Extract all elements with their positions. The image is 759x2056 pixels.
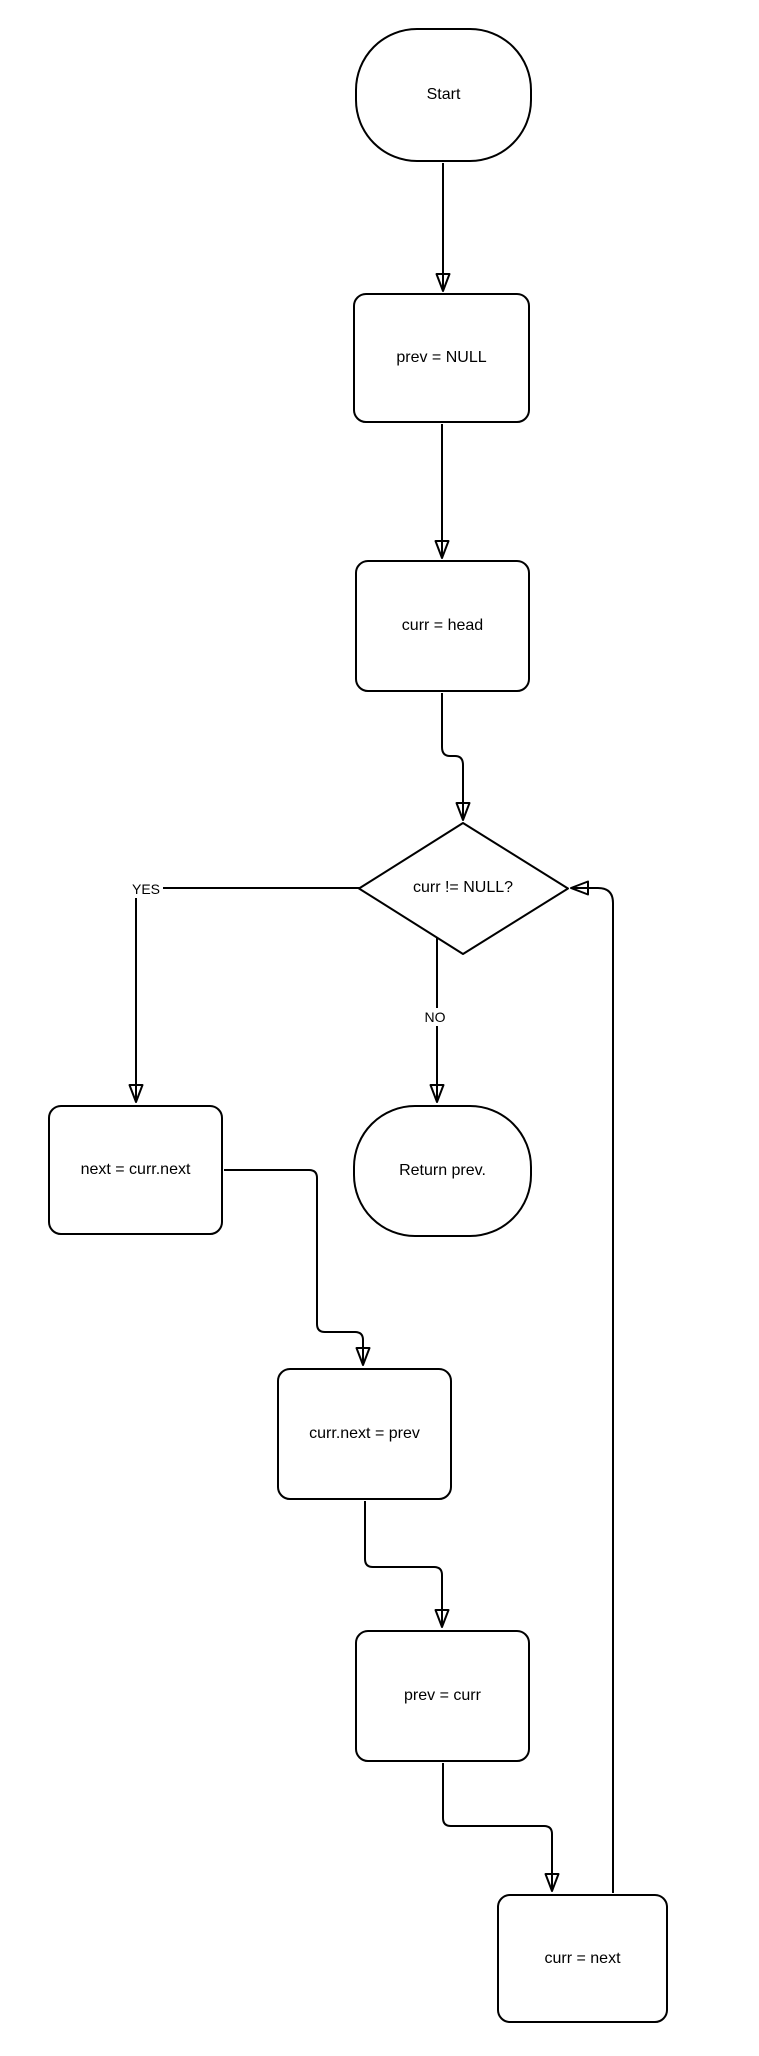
node-start-label: Start xyxy=(426,86,461,104)
edge-label-no: NO xyxy=(421,1008,449,1026)
node-return-prev: Return prev. xyxy=(353,1105,532,1237)
edge-decision-yes-to-next-curr-next xyxy=(128,887,361,1103)
edge-curr-next-back-to-decision xyxy=(570,880,614,1893)
node-curr-head-label: curr = head xyxy=(401,617,484,635)
node-curr-next-label: curr = next xyxy=(544,1949,621,1967)
edge-curr-next-prev-to-prev-curr xyxy=(364,1501,450,1628)
node-prev-curr-label: prev = curr xyxy=(404,1687,481,1705)
node-next-curr-next: next = curr.next xyxy=(48,1105,223,1235)
node-prev-null-label: prev = NULL xyxy=(396,349,487,367)
edge-curr-head-to-decision xyxy=(441,693,471,821)
node-decision-label: curr != NULL? xyxy=(412,879,514,896)
node-curr-next: curr = next xyxy=(497,1894,668,2023)
node-prev-null: prev = NULL xyxy=(353,293,530,423)
node-curr-next-prev: curr.next = prev xyxy=(277,1368,452,1500)
edge-next-curr-next-to-curr-next-prev xyxy=(224,1169,371,1366)
node-start: Start xyxy=(355,28,532,162)
node-next-curr-next-label: next = curr.next xyxy=(80,1161,191,1179)
node-return-prev-label: Return prev. xyxy=(399,1162,486,1180)
node-prev-curr: prev = curr xyxy=(355,1630,530,1762)
node-curr-head: curr = head xyxy=(355,560,530,692)
edge-label-yes: YES xyxy=(128,880,164,898)
decision-diamond-shape xyxy=(358,822,569,955)
node-curr-next-prev-label: curr.next = prev xyxy=(309,1425,420,1443)
node-decision-label-box: curr != NULL? xyxy=(383,874,543,902)
edge-prev-curr-to-curr-next xyxy=(442,1763,560,1892)
